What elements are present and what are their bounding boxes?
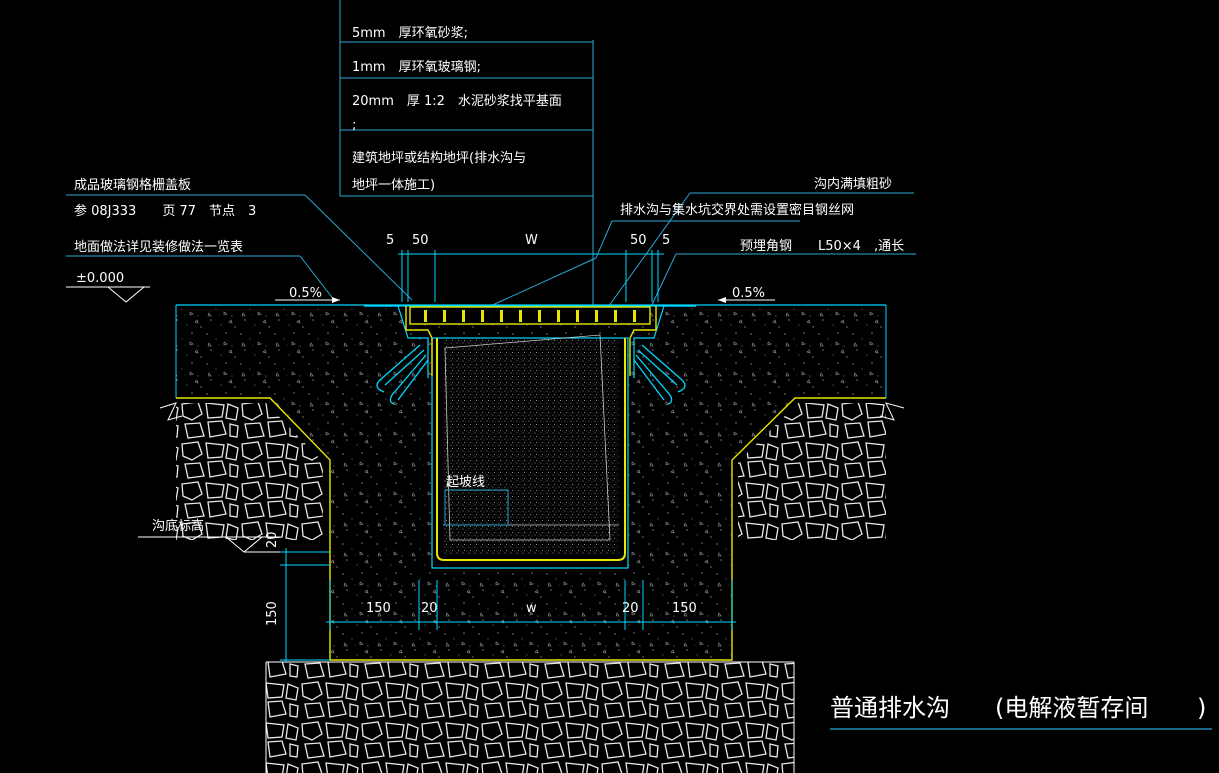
anchor-hooks-right <box>633 344 686 405</box>
dim-side-150: 150 <box>265 601 280 626</box>
dim-top-5-right: 5 <box>662 233 670 248</box>
slope-left-text: 0.5% <box>289 286 322 301</box>
trench-channel <box>431 334 629 569</box>
mesh-note-leader <box>595 220 613 259</box>
grating-bar <box>538 310 541 322</box>
angle-steel-label-text: 预埋角钢 <box>740 239 792 254</box>
layer-5mm-text: 5mm 厚环氧砂浆; <box>352 26 468 41</box>
grating-bar <box>595 310 598 322</box>
fill-sand-text: 沟内满填粗砂 <box>814 176 892 192</box>
cover-line1-text: 成品玻璃钢格栅盖板 <box>74 177 191 193</box>
dim-side-20: 20 <box>265 531 280 548</box>
rubble-bottom <box>266 662 794 773</box>
grating-bar <box>614 310 617 322</box>
dim-bottom-150-right: 150 <box>672 601 697 616</box>
mesh-note-text: 排水沟与集水坑交界处需设置密目钢丝网 <box>620 202 854 218</box>
grating-bar <box>500 310 503 322</box>
break-mark-right <box>879 402 905 421</box>
grating-cover <box>364 305 696 378</box>
grating-bar <box>443 310 446 322</box>
dim-bottom-20-left: 20 <box>421 601 438 616</box>
floor-note-leader <box>299 255 335 301</box>
base-line1-text: 建筑地坪或结构地坪(排水沟与 <box>352 150 526 166</box>
dim-bottom-20-right: 20 <box>622 601 639 616</box>
grating-bar <box>633 310 636 322</box>
dim-top-50-left: 50 <box>412 233 429 248</box>
drawing-title: 普通排水沟 <box>830 694 950 722</box>
grating-bar <box>462 310 465 322</box>
dim-top-5-left: 5 <box>386 233 394 248</box>
drawing-title-room: (电解液暂存间 <box>995 694 1148 722</box>
dim-top-50-right: 50 <box>630 233 647 248</box>
slope-line-box <box>444 489 509 526</box>
slope-line-text: 起坡线 <box>446 475 485 490</box>
side-dimension-line <box>280 548 330 662</box>
grating-bar <box>519 310 522 322</box>
floor-note-text: 地面做法详见装修做法一览表 <box>74 239 243 255</box>
grating-bar <box>481 310 484 322</box>
dim-top-w: W <box>525 233 538 248</box>
cover-leader <box>304 194 413 301</box>
rubble-left <box>176 403 323 540</box>
angle-steel-spec-text: L50×4 ,通长 <box>818 239 904 254</box>
grating-bar <box>576 310 579 322</box>
grating-bar <box>557 310 560 322</box>
base-line2-text: 地坪一体施工) <box>352 178 435 193</box>
rubble-right <box>738 403 886 540</box>
break-mark-left <box>159 402 183 421</box>
slope-right-arrowhead <box>718 297 726 303</box>
slope-right-text: 0.5% <box>732 286 765 301</box>
slope-left-arrowhead <box>332 297 340 303</box>
elevation-marker <box>66 286 150 303</box>
grating-bars <box>424 310 636 322</box>
trench-bottom-text: 沟底标高 <box>152 518 204 534</box>
elevation-text: ±0.000 <box>76 271 124 286</box>
layer-20mm-text: 20mm 厚 1:2 水泥砂浆找平基面 <box>352 94 562 109</box>
drawing-title-close: ) <box>1197 694 1206 722</box>
top-dimension-line <box>398 250 664 302</box>
bottom-dimension-line <box>326 580 736 630</box>
anchor-hooks-left <box>376 344 429 405</box>
dim-bottom-w: w <box>526 601 537 616</box>
grating-bar <box>424 310 427 322</box>
dim-bottom-150-left: 150 <box>366 601 391 616</box>
layer-1mm-text: 1mm 厚环氧玻璃钢; <box>352 60 481 75</box>
cover-line2-text: 参 08J333 页 77 节点 3 <box>74 203 256 219</box>
layer-semicolon-text: ; <box>352 118 356 133</box>
